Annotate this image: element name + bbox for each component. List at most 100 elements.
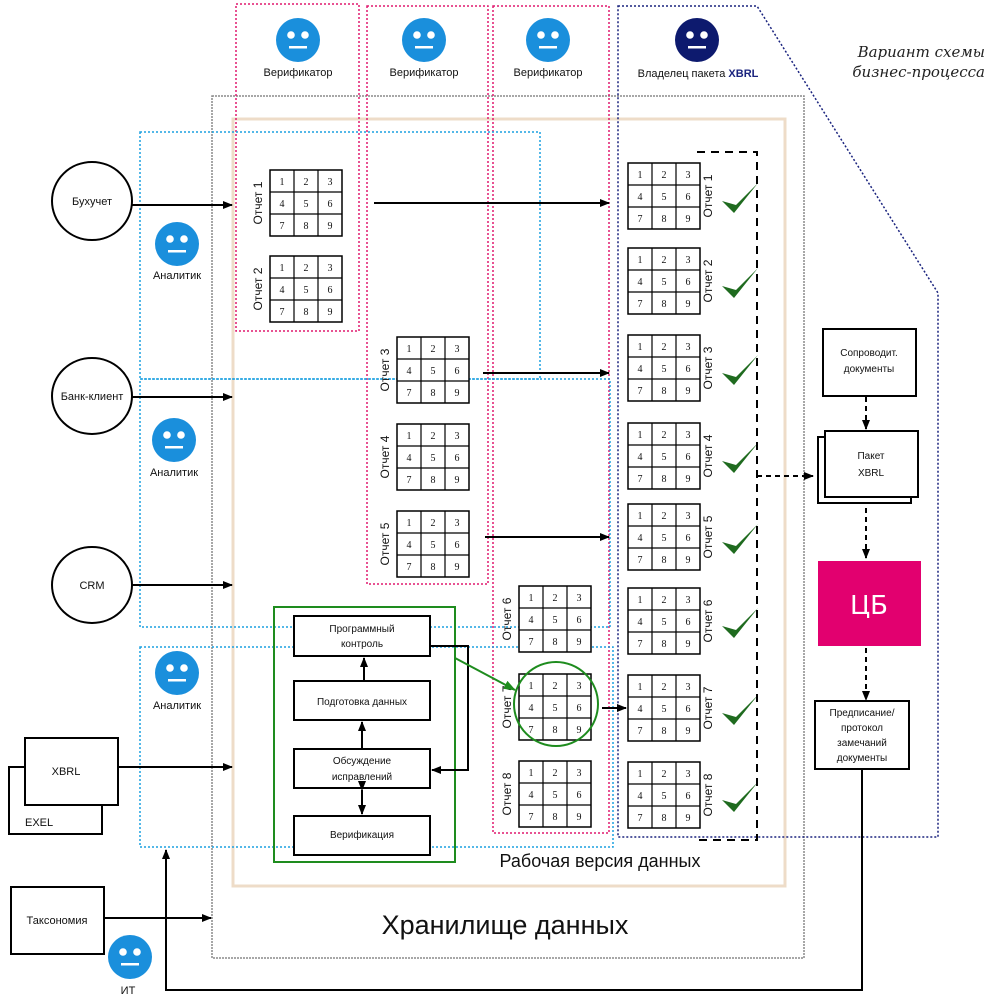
grid-cell: 7 <box>638 813 643 824</box>
owner-frame <box>617 5 939 838</box>
grid-cell: 5 <box>662 704 667 715</box>
prescription-box[interactable] <box>814 700 910 770</box>
verifier-label-1: Верификатор <box>264 67 333 79</box>
grid-cell: 7 <box>638 299 643 310</box>
verifier-label-2: Верификатор <box>390 67 459 79</box>
grid-cell: 7 <box>638 386 643 397</box>
analyst-label-2: Аналитик <box>150 467 198 479</box>
grid-cell: 8 <box>431 388 436 399</box>
report-label: Отчет 5 <box>378 522 392 565</box>
report-label: Отчет 2 <box>251 267 265 310</box>
source-crm-label: CRM <box>79 580 104 592</box>
grid-cell: 5 <box>553 615 558 626</box>
grid-cell: 1 <box>407 431 412 442</box>
grid-cell: 2 <box>304 177 309 188</box>
grid-cell: 1 <box>529 681 534 692</box>
control-frame <box>273 606 456 863</box>
diagram-title-line-2: бизнес-процесса <box>852 63 985 81</box>
grid-cell: 9 <box>577 725 582 736</box>
feedback-line <box>162 769 863 991</box>
grid-cell: 8 <box>662 726 667 737</box>
grid-cell: 6 <box>577 790 582 801</box>
grid-cell: 5 <box>662 617 667 628</box>
report-label: Отчет 7 <box>701 686 715 729</box>
grid-cell: 2 <box>662 255 667 266</box>
report-label: Отчет 6 <box>701 599 715 642</box>
grid-cell: 6 <box>455 453 460 464</box>
grid-cell: 5 <box>304 199 309 210</box>
program-control-label-2: контроль <box>341 639 383 650</box>
grid-cell: 9 <box>577 812 582 823</box>
analyst-frame-1 <box>139 131 541 380</box>
grid-cell: 1 <box>280 263 285 274</box>
grid-cell: 1 <box>638 430 643 441</box>
grid-cell: 3 <box>686 342 691 353</box>
analyst-1-icon <box>155 222 199 266</box>
grid-cell: 7 <box>529 812 534 823</box>
checkmark-icon <box>722 695 758 725</box>
verifier-label-3: Верификатор <box>514 67 583 79</box>
grid-cell: 4 <box>638 192 643 203</box>
report-label: Отчет 6 <box>500 597 514 640</box>
grid-cell: 3 <box>455 431 460 442</box>
program-control-box[interactable] <box>293 615 431 657</box>
grid-cell: 2 <box>431 518 436 529</box>
grid-cell: 1 <box>638 255 643 266</box>
grid-cell: 8 <box>431 475 436 486</box>
verifier-frame-1 <box>235 3 360 332</box>
grid-cell: 6 <box>686 277 691 288</box>
grid-cell: 9 <box>686 639 691 650</box>
grid-cell: 2 <box>662 682 667 693</box>
grid-cell: 3 <box>686 769 691 780</box>
grid-cell: 8 <box>431 562 436 573</box>
verification-label: Верификация <box>330 829 394 841</box>
grid-cell: 3 <box>686 511 691 522</box>
grid-cell: 1 <box>280 177 285 188</box>
checkmark-icon <box>722 524 758 554</box>
verifier-frame-2 <box>366 5 489 585</box>
grid-cell: 2 <box>304 263 309 274</box>
grid-cell: 9 <box>577 637 582 648</box>
grid-cell: 6 <box>686 192 691 203</box>
package-xbrl-box[interactable] <box>824 430 919 498</box>
grid-cell: 8 <box>662 474 667 485</box>
storage-label: Хранилище данных <box>382 910 629 940</box>
prescription-label-2: протокол <box>841 723 883 734</box>
grid-cell: 5 <box>662 533 667 544</box>
grid-cell: 4 <box>407 366 412 377</box>
grid-cell: 6 <box>686 704 691 715</box>
grid-cell: 9 <box>686 813 691 824</box>
grid-cell: 3 <box>577 681 582 692</box>
grid-cell: 6 <box>328 285 333 296</box>
checkmark-icon <box>722 268 758 298</box>
grid-cell: 8 <box>553 637 558 648</box>
verification-box[interactable] <box>293 815 431 856</box>
grid-cell: 7 <box>407 562 412 573</box>
accompanying-docs-label-1: Сопроводит. <box>840 348 898 359</box>
program-control-label-1: Программный <box>329 624 394 635</box>
data-prep-box[interactable] <box>293 680 431 721</box>
grid-cell: 1 <box>407 518 412 529</box>
accompanying-docs-box[interactable] <box>822 328 917 397</box>
cb-box[interactable] <box>818 561 921 646</box>
grid-cell: 1 <box>529 593 534 604</box>
arrow-control-to-report-7 <box>454 657 516 691</box>
grid-cell: 9 <box>455 475 460 486</box>
grid-cell: 5 <box>431 366 436 377</box>
